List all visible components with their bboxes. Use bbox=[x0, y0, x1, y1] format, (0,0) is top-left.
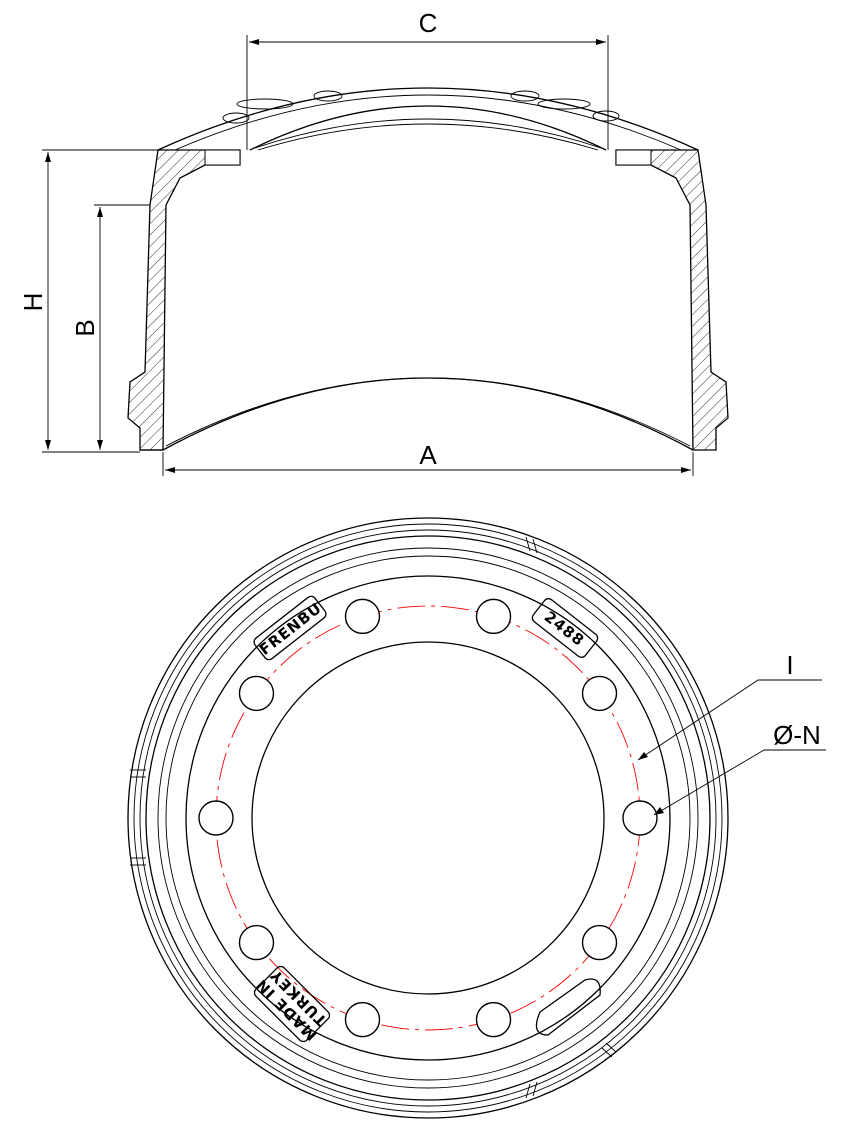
flange-chamfer bbox=[174, 94, 682, 151]
dim-a-label: A bbox=[419, 440, 437, 470]
left-wall-section bbox=[127, 149, 241, 451]
bolt-hole bbox=[581, 675, 618, 712]
bolt-circle-leader bbox=[637, 679, 822, 761]
bolt-hole bbox=[344, 1001, 381, 1038]
bolt-hole bbox=[238, 924, 275, 961]
number-emboss-side bbox=[537, 98, 591, 110]
bolt-hole bbox=[238, 675, 275, 712]
front-view: FRENBU 2488 MADE IN TURKEY I Ø-N bbox=[127, 517, 826, 1119]
dim-h-label: H bbox=[18, 293, 48, 312]
drum-opening-edge-2 bbox=[165, 377, 691, 447]
brand-emboss-side bbox=[236, 98, 294, 110]
bolt-hole bbox=[475, 598, 512, 635]
origin-plate: MADE IN TURKEY bbox=[252, 965, 331, 1044]
part-number-plate: 2488 bbox=[531, 598, 599, 658]
bolt-hole bbox=[344, 598, 381, 635]
flange-ring bbox=[185, 575, 671, 1061]
bolt-holes bbox=[198, 598, 658, 1038]
flange-inner-edge bbox=[249, 105, 607, 151]
bolt-hole bbox=[622, 800, 658, 836]
outer-rim bbox=[127, 517, 729, 1119]
dim-c-label: C bbox=[419, 8, 438, 38]
hole-diameter-label: Ø-N bbox=[773, 720, 821, 750]
left-bolt-hole-section bbox=[204, 149, 241, 166]
bolt-hole bbox=[198, 800, 234, 836]
inspection-slot bbox=[535, 978, 601, 1036]
flange-holes bbox=[222, 90, 620, 124]
hole-diameter-leader bbox=[653, 749, 826, 816]
right-bolt-hole-section bbox=[615, 149, 652, 166]
bolt-circle-label: I bbox=[786, 650, 793, 680]
dim-b-label: B bbox=[70, 319, 100, 336]
bore-edge-2 bbox=[257, 123, 599, 151]
brand-text: FRENBU bbox=[256, 599, 326, 659]
bolt-hole bbox=[475, 1001, 512, 1038]
center-bore bbox=[251, 641, 605, 995]
side-section-view: C H B A bbox=[18, 8, 729, 476]
bolt-hole bbox=[581, 924, 618, 961]
right-wall-section bbox=[615, 149, 729, 451]
rim-notches bbox=[130, 536, 617, 1099]
bore-edge bbox=[254, 118, 602, 149]
flange-top-outline bbox=[157, 87, 699, 151]
